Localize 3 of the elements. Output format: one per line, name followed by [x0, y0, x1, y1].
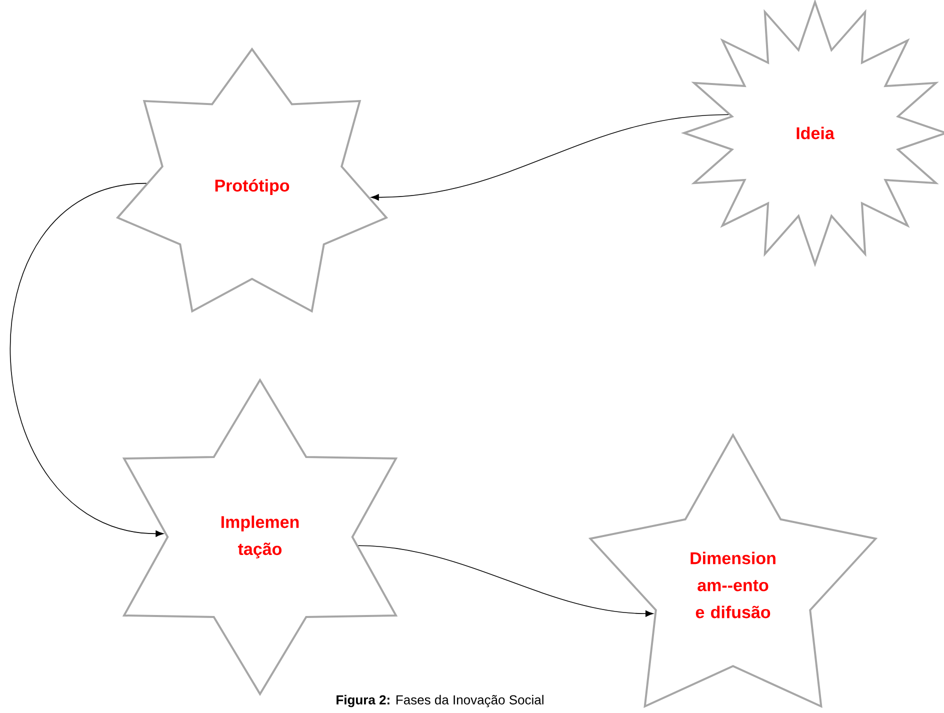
- curved-arrow: [358, 545, 654, 617]
- figure-caption: Figura 2: Fases da Inovação Social: [334, 694, 546, 708]
- curved-arrow: [10, 182, 164, 537]
